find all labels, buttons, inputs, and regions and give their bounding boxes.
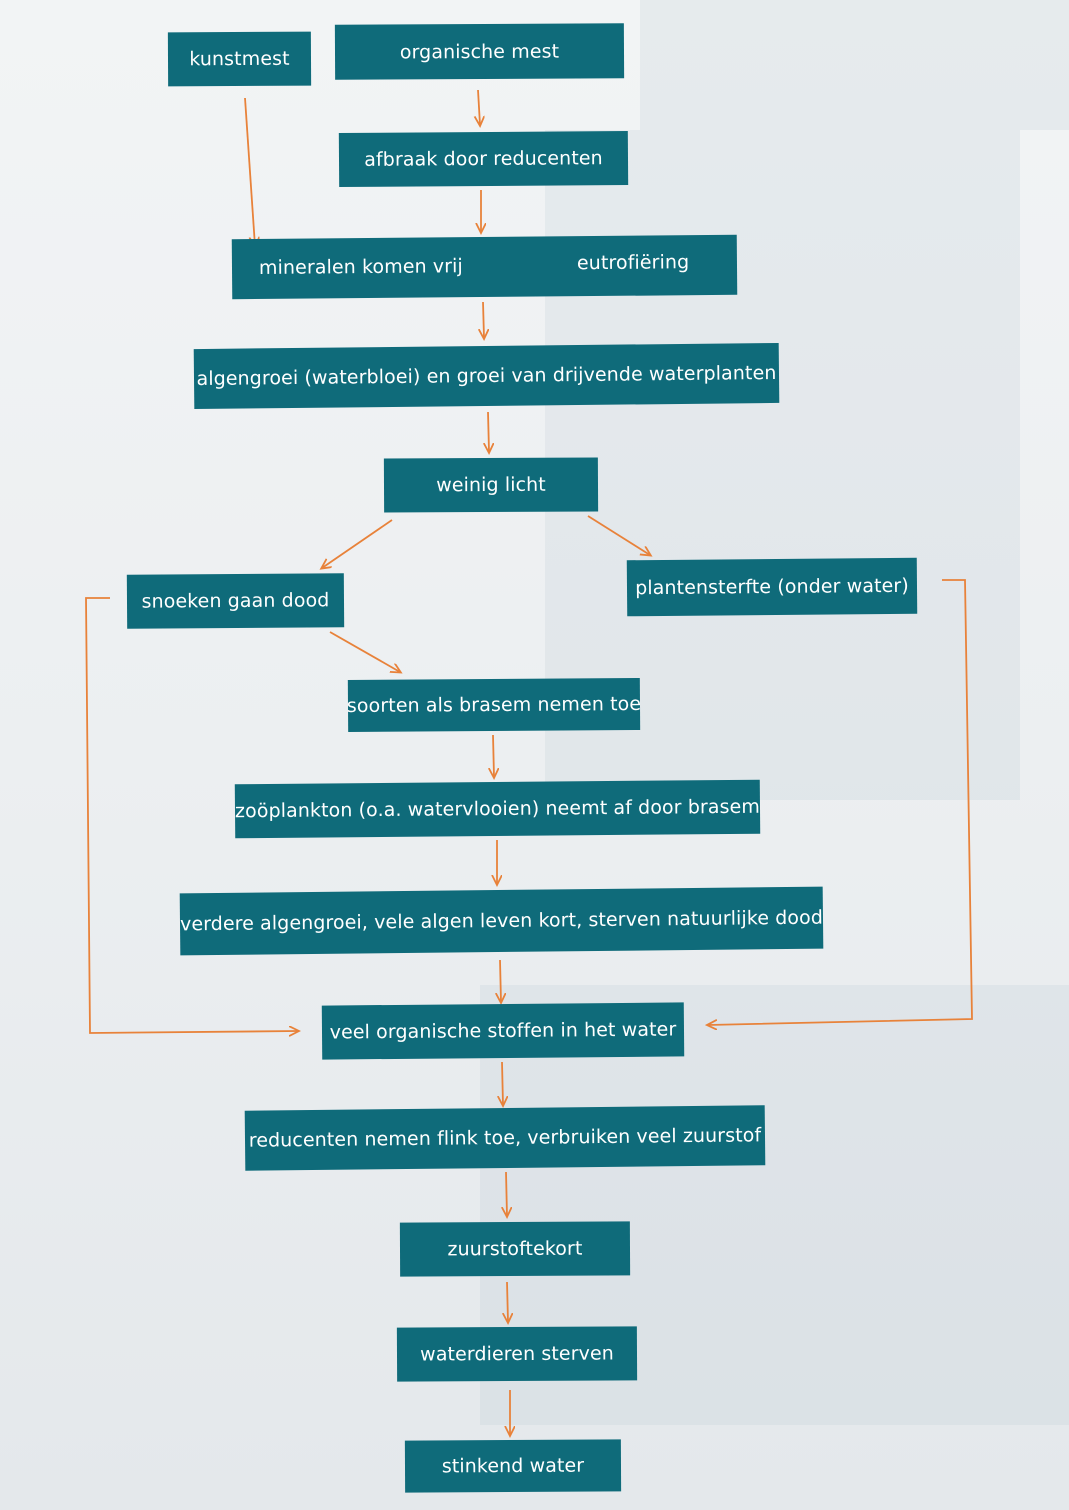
node-zooplankton: zoöplankton (o.a. watervlooien) neemt af… [234,779,761,839]
node-organische-stoffen: veel organische stoffen in het water [321,1002,685,1060]
arrow-kunstmest-to-mineralen [244,97,255,246]
node-label: snoeken gaan dood [141,589,330,613]
arrow-verdere-to-organisch [500,959,501,1002]
node-zuurstoftekort: zuurstoftekort [399,1221,631,1277]
node-reducenten: reducenten nemen flink toe, verbruiken v… [244,1105,766,1171]
background-panel [640,0,1069,130]
node-plantensterfte: plantensterfte (onder water) [626,557,918,617]
node-afbraak: afbraak door reducenten [338,130,629,188]
node-mineralen: mineralen komen vrij eutrofiëring [231,234,738,300]
node-waterdieren: waterdieren sterven [396,1326,638,1382]
arrow-organisch-to-reducenten [502,1061,503,1105]
node-label: zuurstoftekort [447,1237,583,1261]
arrow-mineralen-to-algengroei [483,301,484,338]
arrow-snoeken-to-brasem [329,631,400,672]
node-brasem: soorten als brasem nemen toe [346,677,642,733]
arrow-organische-to-afbraak [478,89,480,125]
node-label: soorten als brasem nemen toe [346,692,642,718]
arrow-plantensterfte-loop [708,579,973,1025]
node-label: kunstmest [189,47,290,71]
node-label: afbraak door reducenten [364,147,603,171]
node-label: eutrofiëring [576,251,690,275]
arrow-algengroei-to-licht [488,411,489,452]
node-weinig-licht: weinig licht [383,457,599,513]
arrow-reducenten-to-zuurstof [506,1171,507,1216]
node-algengroei: algengroei (waterbloei) en groei van dri… [193,342,780,410]
node-kunstmest: kunstmest [167,31,312,87]
node-organische-mest: organische mest [334,23,625,80]
node-label: reducenten nemen flink toe, verbruiken v… [248,1124,762,1152]
node-label: veel organische stoffen in het water [329,1018,677,1044]
node-snoeken: snoeken gaan dood [126,573,345,629]
node-stinkend-water: stinkend water [404,1439,622,1493]
node-label: algengroei (waterbloei) en groei van dri… [196,361,777,391]
node-label: zoöplankton (o.a. watervlooien) neemt af… [234,795,761,823]
arrow-brasem-to-zooplankton [493,734,494,777]
arrow-zuurstof-to-waterdieren [507,1281,508,1322]
node-verdere-algengroei: verdere algengroei, vele algen leven kor… [179,886,824,956]
node-label: weinig licht [436,473,546,497]
arrow-snoeken-loop [85,597,298,1033]
arrow-licht-to-plantensterfte [587,515,650,555]
node-label: plantensterfte (onder water) [635,574,909,600]
node-label: waterdieren sterven [420,1342,614,1366]
arrow-licht-to-snoeken [322,519,393,568]
node-label: organische mest [399,40,560,63]
node-label: verdere algengroei, vele algen leven kor… [179,906,824,936]
node-label: mineralen komen vrij [258,255,463,279]
node-label: stinkend water [441,1454,585,1478]
